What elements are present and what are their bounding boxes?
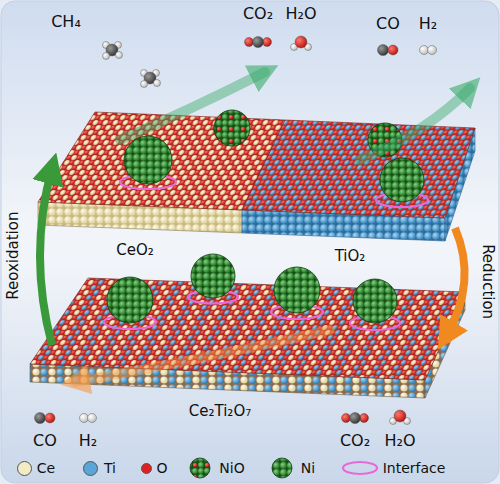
svg-circle (154, 80, 161, 87)
gas-label: H₂ (419, 15, 437, 33)
svg-circle (88, 414, 97, 423)
svg-circle (428, 46, 437, 55)
gas-label: CO₂ (340, 432, 370, 450)
legend-text: NiO (219, 460, 244, 476)
svg-circle (141, 81, 148, 88)
gas-label: CH₄ (51, 13, 81, 31)
legend-swatch (141, 463, 152, 474)
svg-circle (116, 52, 123, 59)
svg-g (35, 413, 56, 424)
svg-g (291, 36, 312, 51)
svg-circle (380, 158, 424, 202)
gas-label: H₂O (285, 5, 316, 23)
svg-circle (342, 414, 351, 423)
svg-g (245, 37, 272, 48)
svg-ellipse (343, 462, 377, 474)
step-label: Reduction (478, 245, 495, 320)
legend-text: Ni (301, 460, 315, 476)
svg-circle (295, 36, 307, 48)
svg-g (141, 70, 161, 88)
svg-polygon (30, 278, 465, 380)
gas-label: H₂ (79, 432, 97, 450)
svg-g (342, 413, 369, 424)
svg-circle (360, 414, 369, 423)
svg-g (390, 410, 411, 425)
svg-path (360, 88, 470, 160)
svg-g (103, 42, 123, 60)
legend-text: Ce (37, 460, 55, 476)
step-label: Reoxidation (5, 212, 22, 300)
svg-circle (378, 45, 389, 56)
support-label: CeO₂ (116, 242, 154, 259)
svg-circle (263, 38, 272, 47)
svg-circle (253, 37, 264, 48)
svg-circle (272, 458, 292, 478)
svg-path (75, 330, 330, 382)
svg-g (80, 414, 97, 423)
legend-text: O (156, 460, 167, 476)
svg-circle (107, 277, 153, 323)
svg-g (420, 46, 437, 55)
support-label: TiO₂ (335, 248, 366, 265)
svg-circle (245, 38, 254, 47)
svg-circle (124, 136, 172, 184)
gas-label: CO₂ (243, 5, 273, 23)
svg-polygon (242, 120, 475, 218)
svg-circle (35, 413, 46, 424)
svg-circle (388, 45, 398, 55)
interface-rings (104, 175, 428, 330)
svg-circle (80, 414, 89, 423)
legend-swatch (17, 461, 32, 476)
flow-sweeps (75, 72, 470, 382)
gas-label: CO (376, 15, 400, 33)
reoxidation-arrow (40, 168, 52, 345)
legend-text: Interface (383, 460, 446, 476)
svg-g (378, 45, 399, 56)
legend-samples (190, 458, 377, 478)
gas-label: H₂O (384, 432, 415, 450)
svg-circle (353, 279, 397, 323)
gas-label: CO (33, 432, 57, 450)
metal-clusters (107, 110, 424, 323)
legend-text: Ti (104, 460, 116, 476)
reduction-arrow (446, 228, 465, 336)
legend-swatch (83, 461, 98, 476)
svg-circle (420, 46, 429, 55)
svg-circle (350, 413, 361, 424)
svg-circle (45, 413, 55, 423)
bottom-slab (30, 278, 465, 398)
svg-circle (214, 110, 250, 146)
svg-circle (190, 458, 210, 478)
molecules (35, 36, 437, 425)
svg-path (120, 72, 265, 140)
support-label: Ce₂Ti₂O₇ (189, 403, 251, 420)
svg-circle (274, 267, 320, 313)
svg-circle (103, 53, 110, 60)
svg-circle (191, 254, 235, 298)
svg-circle (394, 410, 406, 422)
